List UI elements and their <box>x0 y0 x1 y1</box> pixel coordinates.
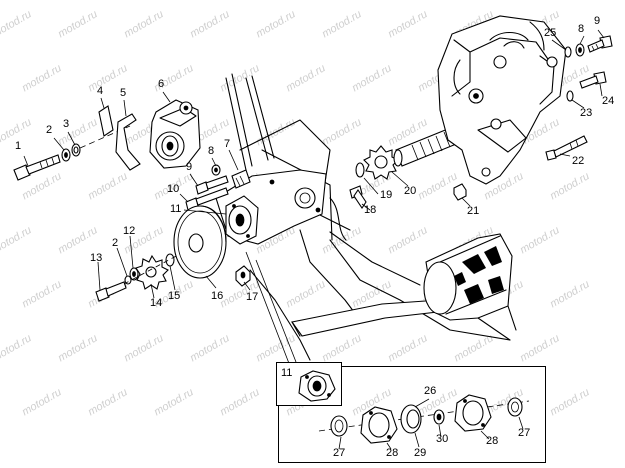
nut-17 <box>235 265 251 287</box>
sprocket-14 <box>135 254 169 290</box>
inset-callout-29: 29 <box>414 447 427 459</box>
inset-callout-26: 26 <box>424 385 437 397</box>
inset-callout-27b: 27 <box>518 427 531 439</box>
callout-11: 11 <box>170 203 182 215</box>
callout-9: 9 <box>186 161 193 173</box>
bolt-24 <box>579 71 607 89</box>
callout-25: 25 <box>544 27 557 39</box>
center-line-2 <box>123 253 181 285</box>
bolt-13 <box>95 281 127 302</box>
inset-callout-27a: 27 <box>333 447 346 459</box>
bolt-22 <box>545 135 588 161</box>
callout-23: 23 <box>580 107 593 119</box>
callout-22: 22 <box>572 155 585 167</box>
callout-20: 20 <box>404 185 417 197</box>
callout-1: 1 <box>15 140 22 152</box>
washer-8b <box>575 43 585 57</box>
washer-25 <box>564 46 572 58</box>
inset-callout-11: 11 <box>281 367 293 379</box>
callout-3: 3 <box>63 118 70 130</box>
callout-4: 4 <box>97 85 104 97</box>
callout-21: 21 <box>467 205 480 217</box>
callout-15: 15 <box>168 290 181 302</box>
shim-4 <box>98 105 114 137</box>
frame-rails <box>225 73 511 361</box>
washer-12 <box>129 267 139 281</box>
washer-2 <box>61 148 71 162</box>
bolt-9b <box>587 35 613 53</box>
callout-13: 13 <box>90 252 103 264</box>
inset-detail-box <box>278 366 546 463</box>
bolt-1 <box>13 154 61 181</box>
callout-7: 7 <box>224 138 231 150</box>
callout-2: 2 <box>46 124 53 136</box>
spacer-15 <box>165 253 175 267</box>
bearing-housing-11 <box>225 195 259 245</box>
callout-8: 8 <box>208 145 215 157</box>
inset-callout-28a: 28 <box>386 447 399 459</box>
tensioner-6 <box>149 99 201 169</box>
callout-16: 16 <box>211 290 224 302</box>
bolt-9 <box>195 175 229 195</box>
disc-16 <box>173 205 227 279</box>
leader-lines <box>23 29 605 367</box>
callout-17: 17 <box>246 291 259 303</box>
nut-21 <box>453 183 467 201</box>
callout-19: 19 <box>380 189 393 201</box>
stud-7 <box>231 169 251 189</box>
inset-housing-11 <box>298 370 336 402</box>
callout-5: 5 <box>120 87 127 99</box>
inset-sub-box <box>276 362 342 406</box>
bracket-5 <box>115 113 141 171</box>
inset-callout-30: 30 <box>436 433 449 445</box>
sprocket-20 <box>363 145 399 180</box>
washer-2b <box>124 275 132 285</box>
callout-10: 10 <box>167 183 180 195</box>
callout-18: 18 <box>364 204 377 216</box>
callout-14: 14 <box>150 297 163 309</box>
inset-callout-28b: 28 <box>486 435 499 447</box>
callout-8b: 8 <box>578 23 585 35</box>
callout-6: 6 <box>158 78 165 90</box>
washer-3 <box>71 143 81 157</box>
callout-12: 12 <box>123 225 136 237</box>
screw-18 <box>349 185 367 209</box>
inset-drawing <box>318 394 530 450</box>
callout-2b: 2 <box>112 237 119 249</box>
washer-23 <box>566 90 574 102</box>
washer-19 <box>355 162 365 178</box>
callout-9b: 9 <box>594 15 601 27</box>
gearbox <box>437 15 567 185</box>
callout-24: 24 <box>602 95 615 107</box>
shaft-cover <box>423 233 517 341</box>
nut-8 <box>211 164 221 176</box>
